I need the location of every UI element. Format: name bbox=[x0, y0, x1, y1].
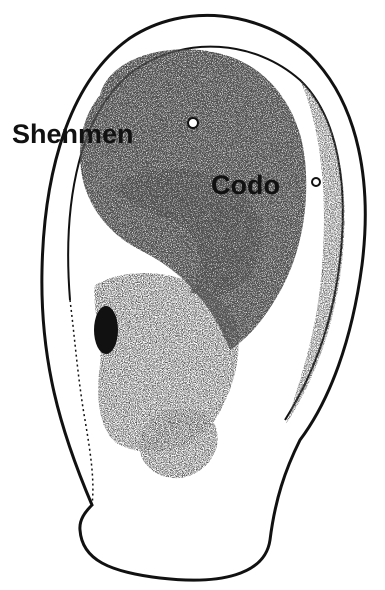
ear-canal bbox=[94, 306, 118, 354]
shenmen-label: Shenmen bbox=[12, 119, 134, 149]
codo-point-marker bbox=[312, 178, 320, 186]
codo-label: Codo bbox=[211, 170, 280, 200]
shenmen-point-marker bbox=[188, 118, 198, 128]
